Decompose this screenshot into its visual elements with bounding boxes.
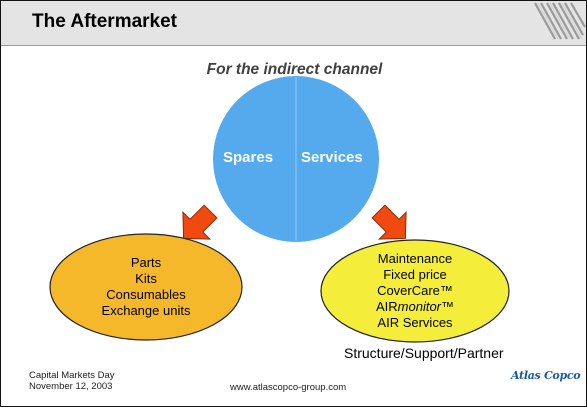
list-item: Exchange units bbox=[101, 303, 191, 318]
spares-ellipse bbox=[49, 233, 243, 341]
footer-event: Capital Markets Day bbox=[29, 370, 115, 381]
services-label: Services bbox=[301, 149, 363, 166]
tagline: Structure/Support/Partner bbox=[344, 345, 504, 361]
footer-url: www.atlascopco-group.com bbox=[230, 382, 347, 393]
services-ellipse bbox=[320, 239, 510, 343]
list-item: Fixed price bbox=[383, 267, 447, 282]
list-item: Maintenance bbox=[377, 251, 453, 266]
slide-subtitle: For the indirect channel bbox=[206, 61, 383, 78]
atlas-copco-logo: Atlas Copco bbox=[511, 369, 581, 382]
left-arrow-icon bbox=[182, 204, 218, 240]
right-arrow-icon bbox=[371, 204, 407, 240]
list-item: Parts bbox=[130, 255, 162, 270]
spares-items: Parts Kits Consumables Exchange units bbox=[86, 255, 206, 319]
list-item: AIRmonitor™ bbox=[375, 299, 455, 314]
compressor-image-icon bbox=[534, 2, 586, 40]
footer-date: November 12, 2003 bbox=[29, 381, 113, 392]
slide-title: The Aftermarket bbox=[32, 11, 178, 32]
footer-event-info: Capital Markets Day November 12, 2003 bbox=[29, 370, 115, 392]
list-item: Consumables bbox=[106, 287, 186, 302]
list-item: AIR Services bbox=[377, 315, 453, 330]
services-items: Maintenance Fixed price CoverCare™ AIRmo… bbox=[355, 251, 475, 331]
spares-label: Spares bbox=[223, 149, 274, 166]
list-item: CoverCare™ bbox=[377, 283, 453, 298]
list-item: Kits bbox=[135, 271, 157, 286]
title-bar: The Aftermarket bbox=[1, 1, 586, 46]
